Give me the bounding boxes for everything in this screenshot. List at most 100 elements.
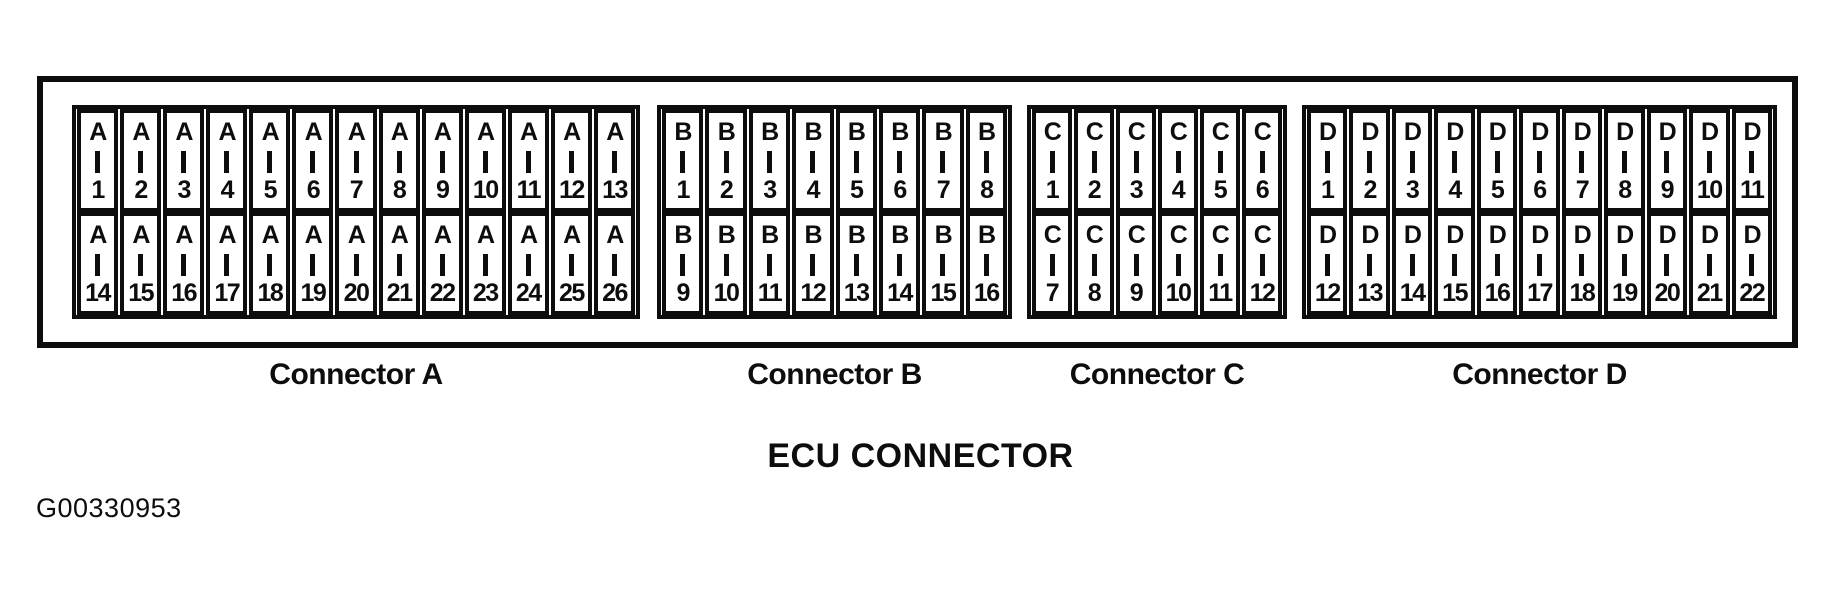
pin-number: 9 bbox=[1129, 279, 1144, 307]
pin-dash-icon bbox=[396, 253, 402, 276]
pin-dash-icon bbox=[1217, 253, 1223, 276]
pin-number: 12 bbox=[800, 279, 826, 307]
figure-id: G00330953 bbox=[36, 493, 182, 523]
pin-letter: B bbox=[978, 118, 996, 146]
pin-letter: A bbox=[89, 118, 107, 146]
pin-dash-icon bbox=[723, 150, 729, 173]
pin-number: 8 bbox=[980, 176, 994, 204]
pin-letter: B bbox=[717, 221, 736, 249]
pin-number: 4 bbox=[1171, 176, 1186, 204]
pin-dash-icon bbox=[766, 150, 772, 173]
pin-dash-icon bbox=[224, 253, 230, 276]
pin-dash-icon bbox=[1664, 253, 1670, 276]
pin-dash-icon bbox=[1664, 150, 1670, 173]
pin-dash-icon bbox=[482, 150, 488, 173]
pin-letter: D bbox=[1701, 118, 1719, 146]
pin-letter: A bbox=[520, 221, 538, 249]
pin-dash-icon bbox=[1536, 253, 1542, 276]
pin-letter: D bbox=[1446, 221, 1464, 249]
pin-letter: D bbox=[1531, 118, 1549, 146]
pin-dash-icon bbox=[439, 253, 445, 276]
pin-dash-icon bbox=[568, 253, 574, 276]
pin-letter: A bbox=[520, 118, 538, 146]
pin-letter: B bbox=[891, 221, 909, 249]
pin-letter: D bbox=[1701, 221, 1719, 249]
pin-dash-icon bbox=[1133, 253, 1139, 276]
pin-number: 7 bbox=[1575, 176, 1590, 204]
pin-dash-icon bbox=[1536, 150, 1542, 173]
pin-number: 5 bbox=[849, 176, 864, 204]
pin-letter: A bbox=[175, 221, 193, 249]
pin-dash-icon bbox=[353, 150, 359, 173]
pin-B-10: B 10 bbox=[705, 212, 747, 315]
pin-dash-icon bbox=[810, 253, 816, 276]
pin-dash-icon bbox=[611, 150, 617, 173]
pin-letter: D bbox=[1573, 221, 1592, 249]
pin-letter: B bbox=[674, 118, 692, 146]
connector-a-label: Connector A bbox=[269, 358, 443, 391]
pin-number: 21 bbox=[386, 279, 413, 307]
pin-letter: C bbox=[1169, 118, 1188, 146]
pin-dash-icon bbox=[439, 150, 445, 173]
pin-number: 1 bbox=[676, 176, 690, 204]
pin-dash-icon bbox=[1494, 150, 1500, 173]
pin-dash-icon bbox=[853, 253, 859, 276]
pin-letter: A bbox=[89, 221, 107, 249]
pin-dash-icon bbox=[680, 150, 686, 173]
pin-number: 10 bbox=[713, 279, 740, 307]
pin-number: 8 bbox=[1087, 279, 1102, 307]
pin-number: 9 bbox=[676, 279, 690, 307]
pin-letter: B bbox=[804, 221, 823, 249]
pin-dash-icon bbox=[1175, 150, 1181, 173]
pin-letter: B bbox=[847, 118, 866, 146]
pin-dash-icon bbox=[611, 253, 617, 276]
pin-letter: A bbox=[563, 118, 581, 146]
pin-dash-icon bbox=[138, 150, 144, 173]
pin-letter: C bbox=[1211, 221, 1230, 249]
pin-letter: A bbox=[390, 221, 409, 249]
pin-dash-icon bbox=[810, 150, 816, 173]
pin-number: 7 bbox=[349, 176, 364, 204]
pin-letter: B bbox=[978, 221, 996, 249]
pin-dash-icon bbox=[310, 150, 316, 173]
pin-dash-icon bbox=[353, 253, 359, 276]
pin-dash-icon bbox=[983, 253, 989, 276]
pin-letter: A bbox=[218, 118, 236, 146]
pin-letter: B bbox=[934, 221, 953, 249]
pin-dash-icon bbox=[940, 253, 946, 276]
pin-dash-icon bbox=[1621, 253, 1627, 276]
pin-letter: B bbox=[891, 118, 909, 146]
pin-letter: D bbox=[1488, 118, 1507, 146]
pin-dash-icon bbox=[95, 150, 101, 173]
pin-number: 10 bbox=[472, 176, 499, 204]
pin-number: 5 bbox=[1213, 176, 1228, 204]
